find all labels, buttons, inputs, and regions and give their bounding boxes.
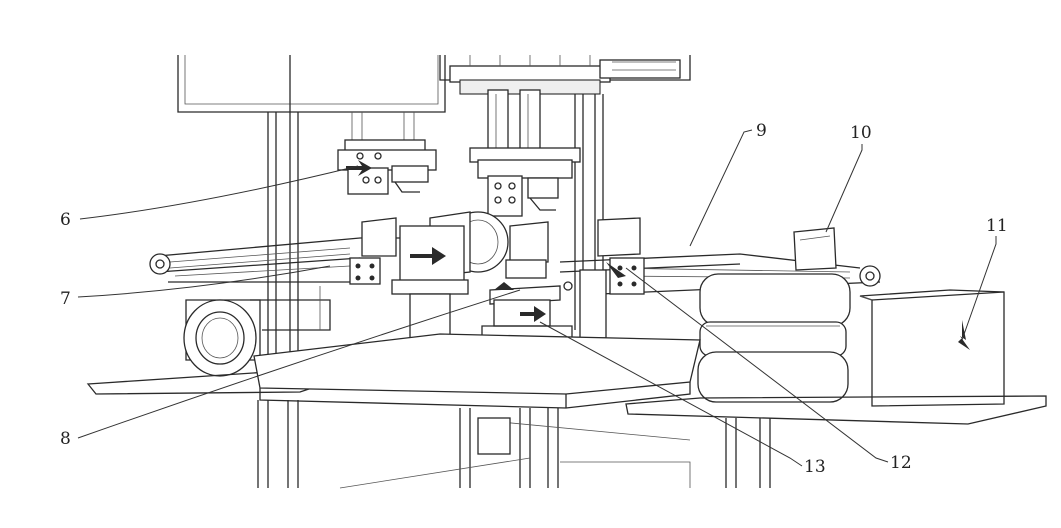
leader-13 <box>539 321 803 467</box>
center-product <box>361 211 641 357</box>
motor-right <box>697 273 851 403</box>
leader-7 <box>77 265 331 298</box>
gripper-left <box>337 112 437 195</box>
base-table <box>86 333 1047 489</box>
callout-7: 7 <box>60 289 71 309</box>
leader-8 <box>77 289 521 439</box>
callout-6: 6 <box>60 210 71 230</box>
turntable <box>481 259 573 341</box>
conveyor-left <box>149 237 400 377</box>
leader-9 <box>689 129 753 247</box>
callout-9: 9 <box>756 121 767 141</box>
leader-6 <box>79 165 359 220</box>
leader-12 <box>625 267 889 463</box>
callout-13: 13 <box>804 457 826 477</box>
gripper-center <box>469 89 581 217</box>
top-frame <box>177 55 691 113</box>
leader-10 <box>825 144 863 233</box>
callout-10: 10 <box>850 123 872 143</box>
callout-11: 11 <box>986 216 1008 236</box>
callout-12: 12 <box>890 453 912 473</box>
conveyor-right <box>559 227 881 339</box>
box-right <box>859 289 1005 407</box>
leader-lines <box>77 129 997 467</box>
callout-labels: 6 7 8 9 10 11 12 13 <box>60 121 1008 477</box>
callout-8: 8 <box>60 429 71 449</box>
leader-11 <box>961 236 997 341</box>
